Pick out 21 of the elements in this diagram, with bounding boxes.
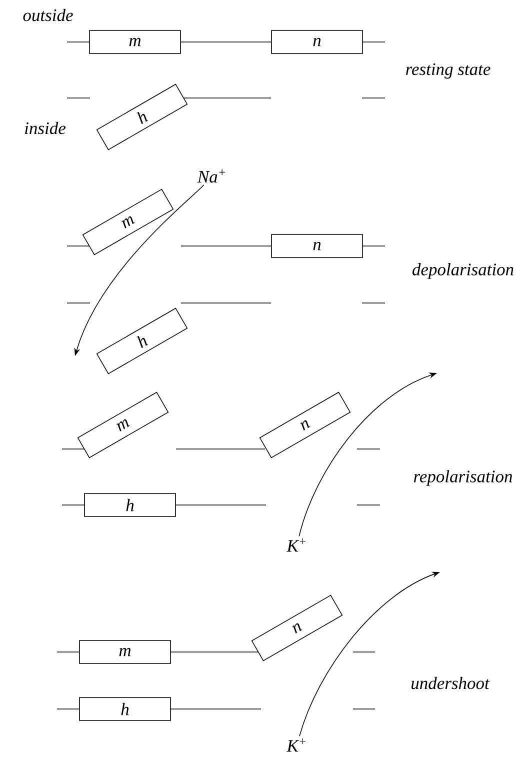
state-label: resting state (406, 63, 490, 79)
gate-box: m (82, 188, 174, 256)
gate-box: h (84, 493, 176, 517)
state-label: repolarisation (414, 470, 512, 486)
gate-box: n (271, 234, 363, 258)
side-label: outside (23, 8, 73, 22)
side-label: inside (25, 122, 66, 134)
gate-box: h (79, 697, 171, 721)
gate-box: n (259, 392, 351, 458)
gate-box: m (77, 392, 169, 458)
state-label: undershoot (412, 676, 490, 690)
ion-label: Na$^{+}$ (197, 169, 225, 183)
gate-box: m (89, 30, 181, 54)
gate-box: n (271, 30, 363, 54)
gate-box: h (96, 84, 188, 150)
state-label: depolarisation (412, 263, 514, 279)
gate-box: n (251, 594, 343, 662)
gate-box: h (96, 308, 188, 374)
gate-box: m (79, 640, 171, 664)
ion-label: K$^{+}$ (286, 538, 306, 552)
ion-label: K$^{+}$ (286, 738, 306, 752)
